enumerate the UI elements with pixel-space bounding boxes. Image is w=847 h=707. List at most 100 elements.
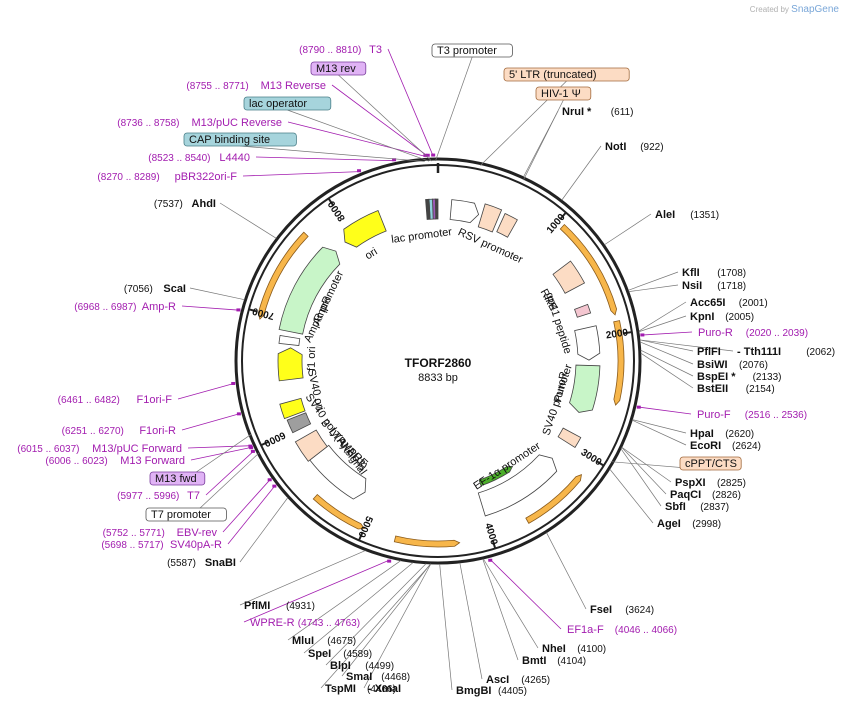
site-hpai[interactable]: HpaI [690, 428, 714, 440]
site-bsiwi[interactable]: BsiWI [697, 359, 728, 371]
feature-block [552, 260, 586, 294]
site-mlui[interactable]: MluI [292, 635, 314, 647]
feature-box[interactable] [431, 43, 513, 58]
site-tth111i[interactable]: - Tth111I [737, 346, 781, 358]
primer-puro-r[interactable]: Puro-R [698, 327, 733, 339]
feature-box[interactable] [243, 96, 332, 111]
primer-leader-line [181, 305, 240, 311]
primer-f1ori-f[interactable]: F1ori-F [137, 394, 173, 406]
site-acc65i[interactable]: Acc65I [690, 297, 725, 309]
primer-amp-r[interactable]: Amp-R [142, 301, 176, 313]
site-leader-line [239, 550, 366, 606]
primer-pbr322ori-f[interactable]: pBR322ori-F [175, 171, 238, 183]
primer-position: (6015 .. 6037) [17, 444, 79, 455]
primer-puro-f[interactable]: Puro-F [697, 409, 731, 421]
primer-position: (8736 .. 8758) [117, 118, 179, 129]
tick-mark [260, 440, 269, 447]
feature-box-label-t7-promoter: T7 promoter [151, 509, 211, 521]
primer-position: (5752 .. 5771) [103, 528, 165, 539]
site-pflmi[interactable]: PflMI [244, 600, 270, 612]
primer-leader-line [637, 406, 692, 415]
orf-arc [312, 493, 365, 530]
site-bmgbi[interactable]: BmgBI [456, 685, 491, 697]
primer-position: (4743 .. 4763) [298, 618, 360, 629]
site-position: (2624) [732, 441, 761, 452]
primer-position: (6461 .. 6482) [58, 395, 120, 406]
site-alei[interactable]: AleI [655, 209, 675, 221]
box-leader-line [287, 109, 430, 162]
primer-l4440[interactable]: L4440 [219, 152, 250, 164]
site-position: (2620) [725, 429, 754, 440]
site-leader-line [189, 287, 245, 301]
feature-box[interactable] [310, 61, 367, 76]
site-sbfi[interactable]: SbfI [665, 501, 686, 513]
site-leader-line [325, 563, 427, 666]
site-spei[interactable]: SpeI [308, 648, 331, 660]
primer-m13-puc-reverse[interactable]: M13/pUC Reverse [192, 117, 282, 129]
site-position: (4589) [343, 649, 372, 660]
site-position: (4265) [521, 675, 550, 686]
site-kfli[interactable]: KflI [682, 267, 700, 279]
primer-ebv-rev[interactable]: EBV-rev [177, 527, 218, 539]
site-leader-line [632, 419, 687, 434]
primer-leader-line [331, 84, 429, 157]
primer-m13-puc-forward[interactable]: M13/pUC Forward [92, 443, 182, 455]
feature-box[interactable] [503, 67, 630, 82]
tick-mark [596, 460, 605, 467]
site-pflfi[interactable]: PflFI [697, 346, 721, 358]
snapgene-credit: Created by SnapGene [749, 4, 839, 15]
site-ecori[interactable]: EcoRI [690, 440, 721, 452]
site-leader-line [546, 532, 587, 610]
primer-leader-line [387, 48, 434, 157]
primer-m13-forward[interactable]: M13 Forward [120, 455, 185, 467]
site-bspei[interactable]: BspEI * [697, 371, 736, 383]
site-position: (1718) [717, 281, 746, 292]
site-pspxi[interactable]: PspXI [675, 477, 706, 489]
box-leader-line [338, 74, 433, 162]
site-tspmi[interactable]: TspMI [325, 683, 356, 695]
site-leader-line [632, 419, 687, 446]
primer-wpre-r[interactable]: WPRE-R [250, 617, 295, 629]
primer-t7[interactable]: T7 [187, 490, 200, 502]
site-bmti[interactable]: BmtI [522, 655, 546, 667]
site-nrui[interactable]: NruI * [562, 106, 592, 118]
primer-m13-reverse[interactable]: M13 Reverse [261, 80, 326, 92]
primer-f1ori-r[interactable]: F1ori-R [139, 425, 176, 437]
primer-position: (8790 .. 8810) [299, 45, 361, 56]
primer-t3[interactable]: T3 [369, 44, 382, 56]
primer-position: (5977 .. 5996) [117, 491, 179, 502]
site-smai[interactable]: SmaI [346, 671, 372, 683]
feature-box[interactable] [149, 471, 206, 486]
feature-box[interactable] [183, 132, 297, 147]
site-agei[interactable]: AgeI [657, 518, 681, 530]
site-fsei[interactable]: FseI [590, 604, 612, 616]
site-leader-line [628, 284, 679, 292]
site-xmai[interactable]: - XmaI [368, 683, 401, 695]
site-nhei[interactable]: NheI [542, 643, 566, 655]
feature-box[interactable] [535, 86, 592, 101]
site-bsteii[interactable]: BstEII [697, 383, 728, 395]
site-position: (4405) [498, 686, 527, 697]
primer-ef1a-f[interactable]: EF1a-F [567, 624, 604, 636]
site-leader-line [287, 560, 402, 641]
site-paqci[interactable]: PaqCI [670, 489, 701, 501]
orf-arc [525, 474, 582, 524]
tick-label: 3000 [579, 447, 604, 468]
orf-arc [559, 223, 618, 316]
site-ahdi[interactable]: AhdI [192, 198, 216, 210]
feature-box[interactable] [679, 456, 742, 471]
site-blpi[interactable]: BlpI [330, 660, 351, 672]
site-kpni[interactable]: KpnI [690, 311, 714, 323]
site-noti[interactable]: NotI [605, 141, 626, 153]
feature-box[interactable] [145, 507, 227, 522]
site-leader-line [621, 447, 667, 495]
site-leader-line [638, 315, 687, 333]
site-leader-line [219, 202, 277, 239]
site-scai[interactable]: ScaI [163, 283, 186, 295]
site-nsii[interactable]: NsiI [682, 280, 702, 292]
primer-sv40pa-r[interactable]: SV40pA-R [170, 539, 222, 551]
site-leader-line [482, 558, 519, 661]
site-asci[interactable]: AscI [486, 674, 509, 686]
site-snabi[interactable]: SnaBI [205, 557, 236, 569]
